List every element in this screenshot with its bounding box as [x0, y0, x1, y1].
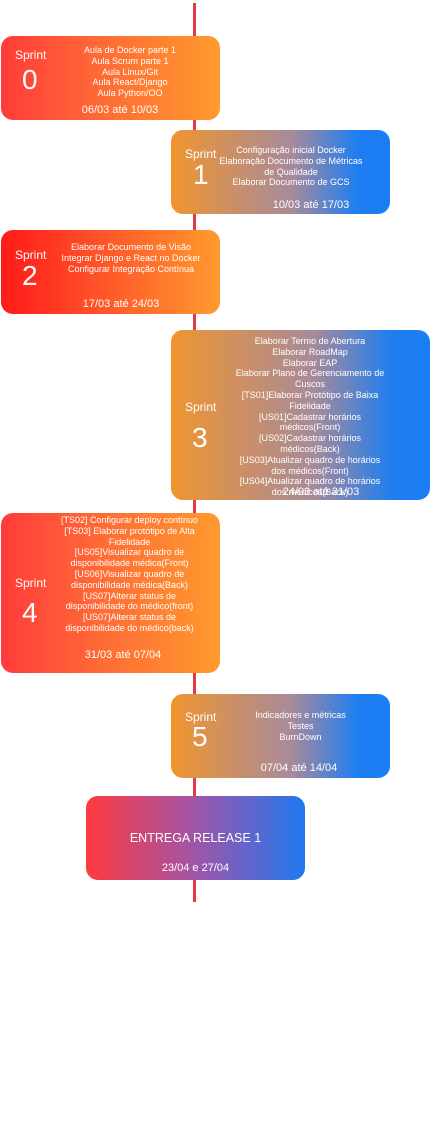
sprint-label: Sprint [185, 147, 217, 161]
sprint-task-list: Indicadores e métricas Testes BurnDown [243, 710, 358, 742]
release-dates: 23/04 e 27/04 [161, 862, 230, 874]
task-item: Elaborar RoadMap [272, 346, 348, 357]
task-item: [US01]Cadastrar horários médicos(Front) [258, 411, 362, 433]
sprint-dates: 10/03 até 17/03 [272, 199, 350, 211]
task-item: [US03]Atualizar quadro de horários dos m… [239, 454, 381, 476]
task-item: Elaborar Documento de Visão [71, 242, 191, 252]
sprint-label: Sprint [185, 400, 217, 414]
sprint-task-list: Aula de Docker parte 1 Aula Scrum parte … [71, 45, 189, 99]
sprint-task-list: Elaborar Documento de Visão Integrar Dja… [56, 242, 206, 274]
sprint-card-1: Sprint 1 Configuração inicial Docker Ela… [171, 130, 390, 214]
sprint-number: 2 [22, 260, 38, 291]
task-item: Elaboração Documento de Métricas de Qual… [219, 155, 363, 177]
task-item: [US07]Alterar status de disponibilidade … [65, 590, 194, 612]
sprint-label: Sprint [15, 48, 47, 62]
task-item: Integrar Django e React no Docker [61, 252, 201, 263]
sprint-card-0: Sprint 0 Aula de Docker parte 1 Aula Scr… [1, 36, 220, 120]
sprint-number: 4 [22, 597, 38, 628]
sprint-card-2: Sprint 2 Elaborar Documento de Visão Int… [1, 230, 220, 314]
task-item: [US06]Visualizar quadro de disponibilida… [70, 568, 189, 590]
task-item: BurnDown [279, 731, 322, 742]
sprint-number: 5 [192, 721, 208, 752]
task-item: [TS02] Configurar deploy contínuo [60, 515, 199, 525]
task-item: Elaborar Plano de Gerenciamento de Cusco… [235, 368, 385, 390]
task-item: [TS03] Elaborar protótipo de Alta Fideli… [64, 525, 195, 547]
sprint-card-5: Sprint 5 Indicadores e métricas Testes B… [171, 694, 390, 778]
sprint-dates: 07/04 até 14/04 [260, 762, 338, 774]
sprint-label: Sprint [185, 710, 217, 724]
sprint-dates: 17/03 até 24/03 [82, 298, 160, 310]
sprint-dates: 31/03 até 07/04 [84, 649, 162, 661]
task-item: [US04]Atualizar quadro de horários dos m… [239, 476, 381, 498]
task-item: Indicadores e métricas [255, 710, 346, 720]
task-item: Aula Scrum parte 1 [91, 55, 169, 66]
sprint-card-4: Sprint 4 [TS02] Configurar deploy contín… [1, 513, 220, 673]
sprint-dates: 24/03 até 31/03 [282, 486, 360, 498]
sprint-task-list: Configuração inicial Docker Elaboração D… [215, 145, 367, 188]
task-item: [US05]Visualizar quadro de disponibilida… [70, 547, 189, 569]
sprint-number: 3 [192, 422, 208, 453]
task-item: [US07]Alterar status de disponibilidade … [65, 612, 194, 633]
task-item: Aula React/Django [92, 77, 168, 88]
task-item: [US02]Cadastrar horários médicos(Back) [258, 433, 362, 454]
task-item: Testes [287, 720, 314, 731]
sprint-label: Sprint [15, 248, 47, 262]
sprint-number: 1 [193, 159, 209, 190]
task-item: [TS01]Elaborar Protótipo de Baixa Fideli… [241, 389, 379, 411]
sprint-number: 0 [22, 64, 38, 95]
sprint-label: Sprint [15, 576, 47, 590]
sprint-task-list: [TS02] Configurar deploy contínuo [TS03]… [57, 515, 202, 634]
release-title: ENTREGA RELEASE 1 [129, 831, 262, 845]
task-item: Configurar Integração Contínua [67, 263, 195, 274]
task-item: Aula Python/OO [97, 88, 163, 99]
task-item: Elaborar EAP [282, 357, 338, 368]
task-item: Elaborar Termo de Abertura [254, 336, 366, 346]
task-item: Elaborar Documento de GCS [232, 177, 350, 188]
task-item: Configuração inicial Docker [236, 145, 346, 155]
task-item: Aula de Docker parte 1 [83, 45, 177, 55]
sprint-dates: 06/03 até 10/03 [81, 104, 159, 116]
task-item: Aula Linux/Git [101, 66, 159, 77]
sprint-card-3: Sprint 3 Elaborar Termo de Abertura Elab… [171, 330, 430, 500]
sprint-task-list: Elaborar Termo de Abertura Elaborar Road… [235, 336, 385, 498]
release-card: ENTREGA RELEASE 1 23/04 e 27/04 [86, 796, 305, 880]
